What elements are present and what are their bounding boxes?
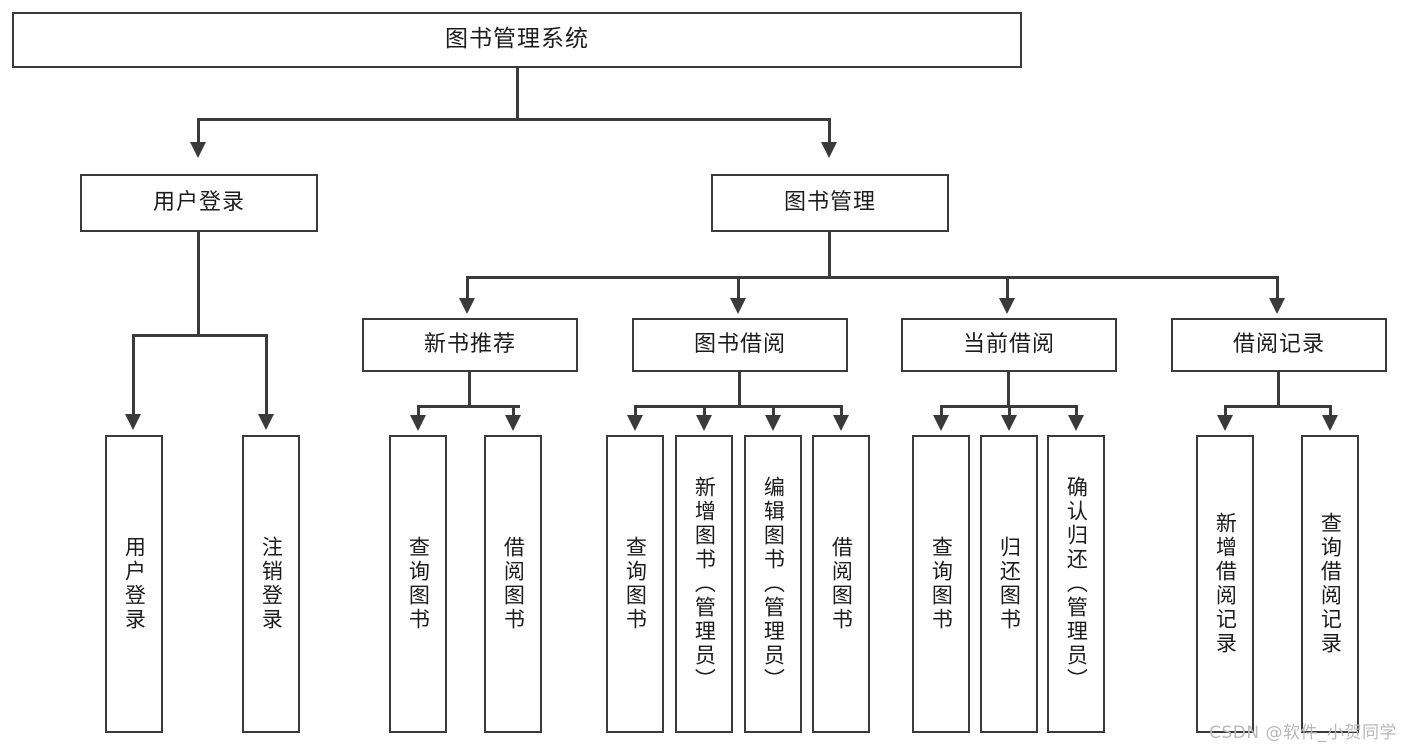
node-book-manage[interactable]: 图书管理 — [711, 174, 949, 232]
arrow-book-manage-to-new-book-recommend — [459, 298, 475, 314]
node-label: 编辑图书（管理员） — [761, 476, 786, 692]
node-label: 新增图书（管理员） — [692, 476, 717, 692]
node-leaf-query-record[interactable]: 查询借阅记录 — [1301, 435, 1359, 733]
arrow-current-borrow-to-leaf-3 — [1068, 415, 1084, 431]
arrow-current-borrow-to-leaf-1 — [933, 415, 949, 431]
connector-book-borrow-to-leaf-3 — [772, 405, 775, 417]
node-leaf-return-book[interactable]: 归还图书 — [980, 435, 1038, 733]
connector-book-borrow-bar — [634, 405, 843, 408]
node-book-borrow[interactable]: 图书借阅 — [632, 318, 848, 372]
node-leaf-edit-book[interactable]: 编辑图书（管理员） — [744, 435, 802, 733]
node-label: 确认归还（管理员） — [1064, 476, 1089, 692]
arrow-book-borrow-to-leaf-4 — [833, 415, 849, 431]
csdn-watermark: CSDN @软件_小贺同学 — [1209, 723, 1397, 743]
connector-current-borrow-to-leaf-1 — [940, 405, 943, 417]
connector-borrow-record-to-leaf-1 — [1224, 405, 1227, 417]
connector-borrow-record-to-leaf-2 — [1329, 405, 1332, 417]
node-leaf-borrow-book-1[interactable]: 借阅图书 — [484, 435, 542, 733]
node-label: 查询图书 — [929, 536, 954, 632]
connector-user-login-to-leaf-1 — [132, 334, 135, 416]
node-user-login[interactable]: 用户登录 — [80, 174, 318, 232]
arrow-new-book-recommend-to-leaf-1 — [410, 415, 426, 431]
arrow-book-borrow-to-leaf-2 — [696, 415, 712, 431]
node-label: 借阅记录 — [1232, 331, 1325, 357]
node-label: 图书管理 — [783, 189, 876, 215]
connector-book-manage-to-current-borrow — [1006, 276, 1009, 300]
connector-book-manage-stem — [828, 232, 831, 278]
connector-current-borrow-to-leaf-3 — [1075, 405, 1078, 417]
node-label: 注销登录 — [259, 536, 284, 632]
connector-book-manage-to-borrow-record — [1276, 276, 1279, 300]
connector-root-to-user-login — [197, 118, 200, 144]
connector-user-login-stem — [197, 232, 200, 336]
connector-user-login-to-leaf-2 — [265, 334, 268, 416]
node-new-book-recommend[interactable]: 新书推荐 — [362, 318, 578, 372]
connector-root-to-book-manage — [828, 118, 831, 144]
connector-root-stem — [516, 68, 519, 120]
node-label: 借阅图书 — [501, 536, 526, 632]
node-leaf-query-book-3[interactable]: 查询图书 — [912, 435, 970, 733]
connector-book-borrow-to-leaf-2 — [703, 405, 706, 417]
node-leaf-add-record[interactable]: 新增借阅记录 — [1196, 435, 1254, 733]
connector-user-login-bar — [132, 334, 267, 337]
connector-new-book-recommend-to-leaf-2 — [512, 405, 515, 417]
node-borrow-record[interactable]: 借阅记录 — [1171, 318, 1387, 372]
connector-book-borrow-stem — [738, 372, 741, 408]
arrow-book-borrow-to-leaf-3 — [765, 415, 781, 431]
connector-book-borrow-to-leaf-1 — [634, 405, 637, 417]
arrow-book-manage-to-current-borrow — [999, 298, 1015, 314]
arrow-book-manage-to-borrow-record — [1269, 298, 1285, 314]
arrow-book-manage-to-book-borrow — [730, 298, 746, 314]
node-label: 借阅图书 — [829, 536, 854, 632]
connector-borrow-record-bar — [1224, 405, 1332, 408]
node-leaf-query-book-2[interactable]: 查询图书 — [606, 435, 664, 733]
node-label: 新增借阅记录 — [1213, 512, 1238, 656]
connector-book-manage-to-book-borrow — [737, 276, 740, 300]
arrow-borrow-record-to-leaf-1 — [1217, 415, 1233, 431]
connector-new-book-recommend-stem — [468, 372, 471, 408]
node-label: 查询图书 — [406, 536, 431, 632]
arrow-user-login-to-leaf-1 — [125, 414, 141, 430]
node-leaf-confirm-return[interactable]: 确认归还（管理员） — [1047, 435, 1105, 733]
connector-current-borrow-stem — [1007, 372, 1010, 408]
arrow-borrow-record-to-leaf-2 — [1322, 415, 1338, 431]
node-root-book-management-system[interactable]: 图书管理系统 — [12, 12, 1022, 68]
node-label: 查询借阅记录 — [1318, 512, 1343, 656]
connector-borrow-record-stem — [1277, 372, 1280, 408]
node-label: 查询图书 — [623, 536, 648, 632]
connector-root-bar — [197, 118, 830, 121]
arrow-current-borrow-to-leaf-2 — [1001, 415, 1017, 431]
node-label: 用户登录 — [122, 536, 147, 632]
node-label: 图书借阅 — [693, 331, 786, 357]
connector-book-borrow-to-leaf-4 — [840, 405, 843, 417]
node-label: 用户登录 — [152, 189, 245, 215]
arrow-book-borrow-to-leaf-1 — [627, 415, 643, 431]
arrow-root-to-user-login — [190, 142, 206, 158]
node-label: 当前借阅 — [962, 331, 1055, 357]
connector-book-manage-to-new-book-recommend — [466, 276, 469, 300]
connector-new-book-recommend-to-leaf-1 — [417, 405, 420, 417]
node-leaf-user-logout[interactable]: 注销登录 — [242, 435, 300, 733]
node-label: 图书管理系统 — [445, 26, 589, 53]
node-leaf-user-login[interactable]: 用户登录 — [105, 435, 163, 733]
connector-current-borrow-to-leaf-2 — [1008, 405, 1011, 417]
connector-book-manage-bar — [466, 276, 1279, 279]
node-leaf-query-book-1[interactable]: 查询图书 — [389, 435, 447, 733]
node-leaf-add-book[interactable]: 新增图书（管理员） — [675, 435, 733, 733]
node-leaf-borrow-book-2[interactable]: 借阅图书 — [812, 435, 870, 733]
arrow-root-to-book-manage — [821, 142, 837, 158]
arrow-new-book-recommend-to-leaf-2 — [505, 415, 521, 431]
arrow-user-login-to-leaf-2 — [258, 414, 274, 430]
node-label: 新书推荐 — [423, 331, 516, 357]
node-label: 归还图书 — [997, 536, 1022, 632]
node-current-borrow[interactable]: 当前借阅 — [901, 318, 1117, 372]
connector-new-book-recommend-bar — [417, 405, 520, 408]
